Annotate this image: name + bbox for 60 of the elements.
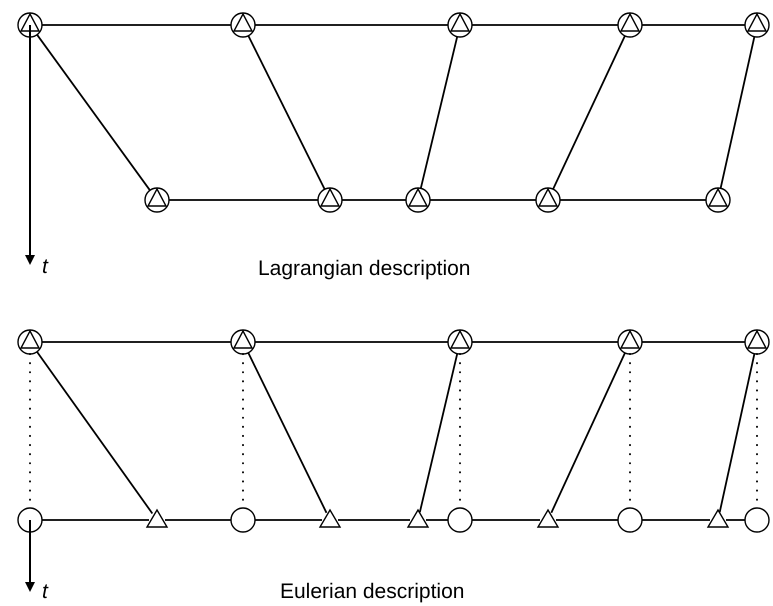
- particle-marker: [617, 12, 643, 38]
- particle-marker: [405, 187, 431, 213]
- particle-marker: [144, 187, 170, 213]
- particle-marker: [744, 329, 770, 355]
- connector-line: [42, 341, 231, 343]
- axis-label: t: [42, 255, 48, 279]
- particle-marker: [705, 187, 731, 213]
- particle-marker: [535, 187, 561, 213]
- connector-line: [720, 36, 756, 188]
- grid-point: [617, 507, 643, 533]
- particle-triangle: [146, 509, 168, 528]
- particle-marker: [447, 329, 473, 355]
- grid-point: [744, 507, 770, 533]
- particle-marker: [230, 12, 256, 38]
- connector-line: [247, 352, 328, 514]
- particle-marker: [17, 329, 43, 355]
- connector-line: [560, 199, 706, 201]
- connector-line: [165, 519, 231, 521]
- connector-line: [430, 199, 536, 201]
- connector-line: [642, 24, 745, 26]
- connector-line: [642, 519, 710, 521]
- particle-triangle: [707, 509, 729, 528]
- connector-line: [248, 35, 326, 190]
- connector-line: [552, 35, 626, 190]
- axis-label: t: [42, 580, 48, 604]
- connector-line: [556, 519, 618, 521]
- particle-triangle: [319, 509, 341, 528]
- connector-line: [642, 341, 745, 343]
- connector-line: [418, 353, 458, 512]
- connector-line: [255, 341, 448, 343]
- connector-line: [420, 36, 458, 189]
- connector-line: [342, 199, 406, 201]
- connector-line: [255, 24, 448, 26]
- particle-marker: [447, 12, 473, 38]
- connector-line: [726, 519, 745, 521]
- connector-line: [169, 199, 318, 201]
- connector-line: [338, 519, 410, 521]
- connector-line: [36, 34, 151, 191]
- connector-line: [472, 519, 540, 521]
- connector-line: [42, 24, 231, 26]
- particle-marker: [17, 12, 43, 38]
- particle-triangle: [407, 509, 429, 528]
- grid-point: [447, 507, 473, 533]
- particle-marker: [617, 329, 643, 355]
- grid-point: [17, 507, 43, 533]
- grid-point: [230, 507, 256, 533]
- connector-line: [42, 519, 149, 521]
- connector-line: [426, 519, 448, 521]
- particle-marker: [744, 12, 770, 38]
- connector-line: [36, 351, 154, 514]
- connector-line: [255, 519, 322, 521]
- panel-caption: Eulerian description: [280, 580, 464, 604]
- particle-triangle: [537, 509, 559, 528]
- connector-line: [718, 354, 756, 512]
- connector-line: [550, 352, 626, 514]
- particle-marker: [230, 329, 256, 355]
- panel-caption: Lagrangian description: [258, 257, 470, 281]
- connector-line: [472, 341, 618, 343]
- connector-line: [472, 24, 618, 26]
- particle-marker: [317, 187, 343, 213]
